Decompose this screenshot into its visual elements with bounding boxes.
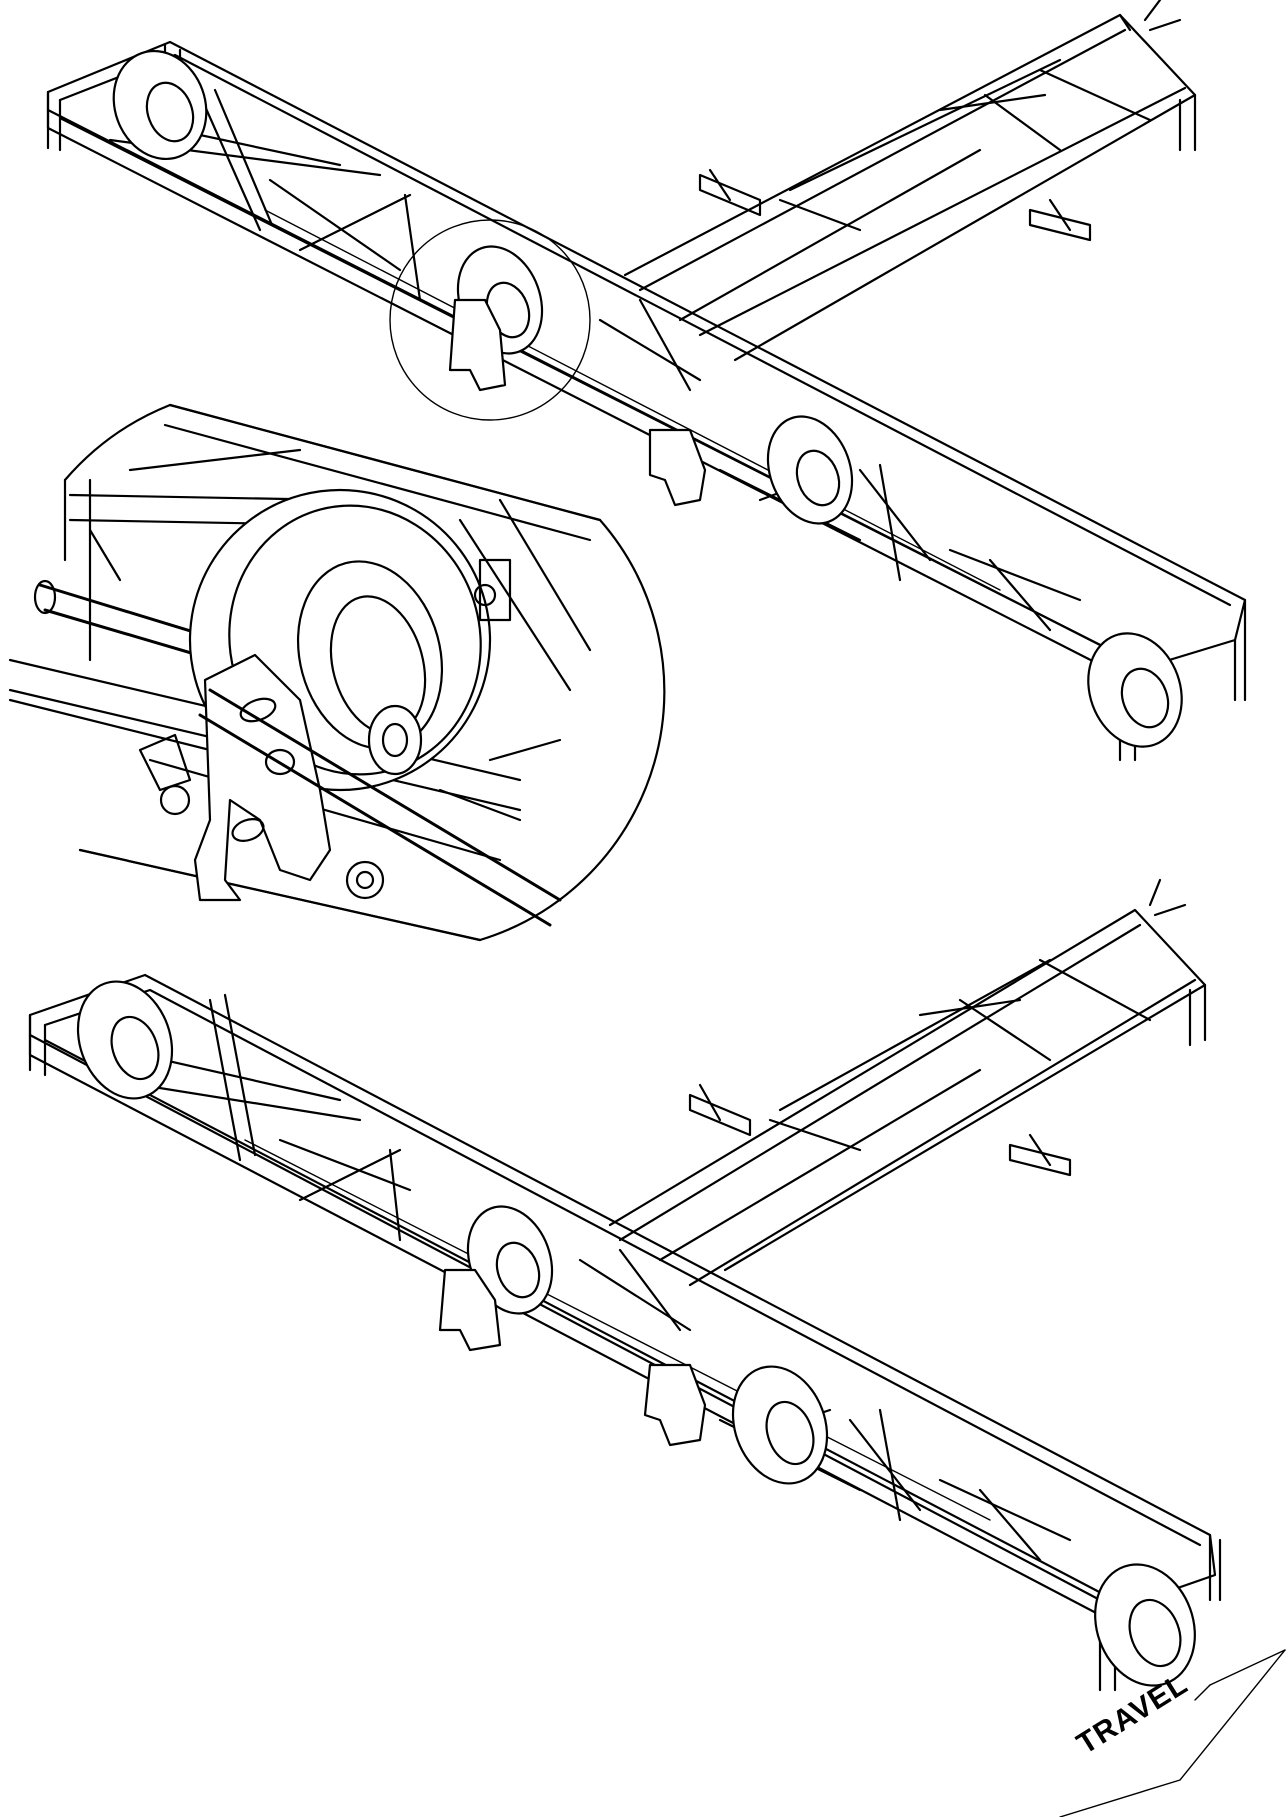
- pivot-brackets-bottom: [438, 1268, 707, 1447]
- detail-callout-circle: [389, 219, 591, 421]
- travel-direction-arrow: TRAVEL: [1059, 1649, 1286, 1817]
- pivot-brackets-top: [448, 298, 707, 507]
- frame-view-top: [46, 0, 1247, 762]
- truss-members-top: [108, 88, 1082, 632]
- jack-stands-bottom: [688, 1083, 1072, 1177]
- jack-stands-top: [698, 168, 1092, 242]
- frame-view-bottom: [28, 878, 1222, 1692]
- wheels-bottom: [76, 980, 1196, 1687]
- boom-frame-bottom: [608, 878, 1207, 1287]
- main-frame-rails-top: [46, 40, 1247, 762]
- detail-wheel-pivot-view: [8, 403, 666, 942]
- truss-members-bottom: [108, 993, 1072, 1562]
- wheels-top: [112, 49, 1183, 748]
- boom-frame-top: [623, 0, 1197, 362]
